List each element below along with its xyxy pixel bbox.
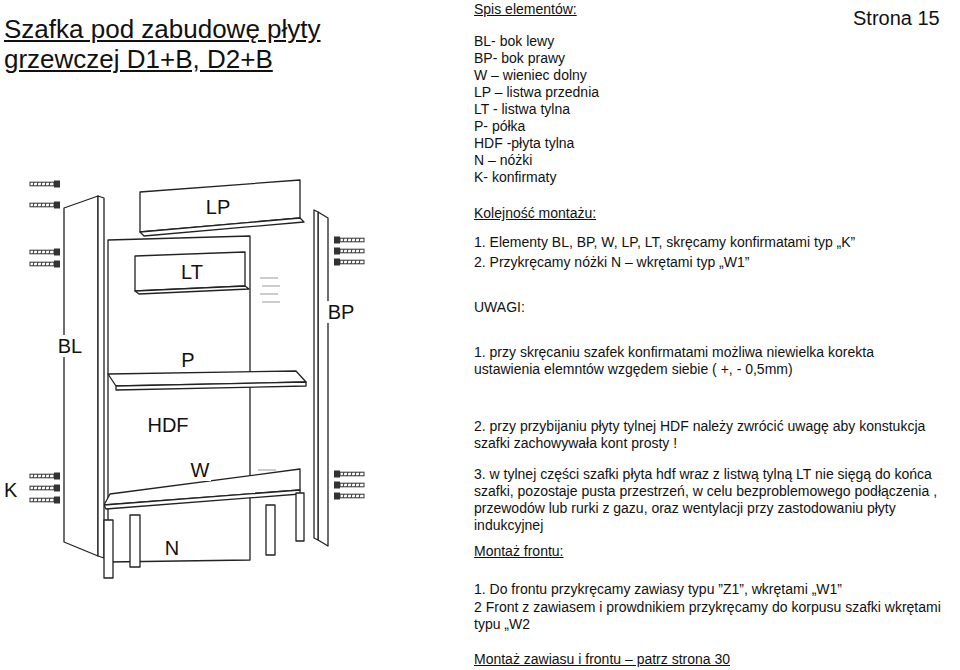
part-label: N — [163, 537, 181, 559]
right-side-edge — [314, 210, 318, 540]
instruction-text: N – nóżki — [474, 152, 954, 169]
page-title: Szafka pod zabudowę płyty grzewczej D1+B… — [4, 14, 394, 74]
back-rail-edge — [135, 286, 249, 294]
instruction-text: W – wieniec dolny — [474, 67, 954, 84]
instruction-text: UWAGI: — [474, 299, 954, 316]
screw — [334, 482, 364, 489]
screw — [334, 493, 364, 500]
shelf-edge — [116, 382, 306, 390]
part-label: P — [179, 349, 196, 371]
part-label: K — [2, 479, 19, 501]
screw — [334, 471, 364, 478]
left-side-edge — [98, 196, 104, 558]
hole-marks — [260, 278, 280, 302]
instruction-text: Montaż zawiasu i frontu – patrz strona 3… — [474, 651, 954, 668]
screw — [334, 248, 364, 255]
part-label: BL — [56, 335, 84, 357]
screw — [30, 181, 60, 188]
instruction-text: 1. przy skręcaniu szafek konfirmatami mo… — [474, 344, 926, 378]
right-side — [318, 212, 328, 546]
instruction-text: LT - listwa tylna — [474, 101, 954, 118]
leg — [266, 505, 275, 555]
instruction-text: Strona 15 — [853, 6, 940, 30]
instruction-text: 2. Przykręcamy nóżki N – wkrętami typ „W… — [474, 254, 954, 271]
front-rail-edge — [140, 218, 304, 236]
instruction-text: BL- bok lewy — [474, 33, 954, 50]
leg — [130, 515, 140, 567]
screw — [30, 497, 60, 504]
leg — [296, 493, 304, 541]
screw — [30, 249, 60, 256]
left-side — [64, 196, 98, 556]
part-label: BP — [326, 301, 357, 323]
part-label: W — [189, 459, 212, 481]
part-label: LT — [179, 261, 205, 283]
screw — [30, 473, 60, 480]
screw — [334, 259, 364, 266]
instruction-text: K- konfirmaty — [474, 169, 954, 186]
back-rail — [135, 252, 245, 291]
part-label: HDF — [145, 414, 190, 436]
part-label: LP — [204, 196, 232, 218]
instruction-text: 2. przy przybijaniu płyty tylnej HDF nal… — [474, 418, 954, 452]
screw — [334, 237, 364, 244]
instruction-text: Montaż frontu: — [474, 543, 954, 560]
instruction-text: 2 Front z zawiasem i prowdnikiem przykrę… — [474, 599, 954, 633]
screw — [30, 202, 60, 209]
screw — [30, 261, 60, 268]
screw — [30, 485, 60, 492]
instruction-text: 1. Do frontu przykręcamy zawiasy typu ”Z… — [474, 581, 954, 598]
hole-marks — [258, 470, 276, 471]
instruction-text: LP – listwa przednia — [474, 84, 954, 101]
instruction-text: HDF -płyta tylna — [474, 135, 954, 152]
back-panel — [108, 236, 250, 562]
instruction-text: 1. Elementy BL, BP, W, LP, LT, skręcamy … — [474, 234, 954, 251]
instruction-text: P- półka — [474, 118, 954, 135]
instruction-text: BP- bok prawy — [474, 50, 954, 67]
leg — [104, 520, 113, 578]
instruction-text: Spis elementów: — [474, 1, 954, 18]
instruction-text: 3. w tylnej części szafki płyta hdf wraz… — [474, 466, 956, 534]
instruction-text: Kolejność montażu: — [474, 205, 954, 222]
